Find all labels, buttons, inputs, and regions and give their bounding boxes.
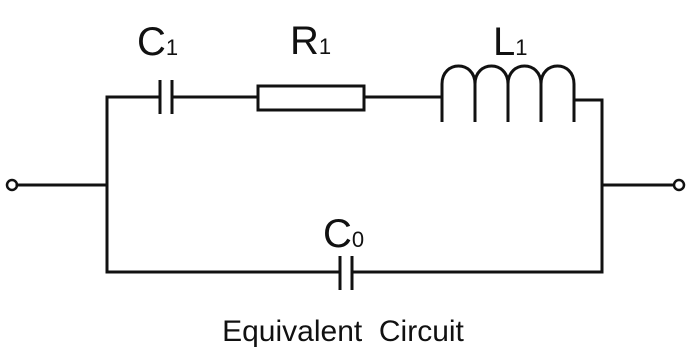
capacitor-c1-symbol xyxy=(158,80,174,114)
label-c1: C1 xyxy=(137,20,178,64)
inductor-l1-symbol xyxy=(440,64,576,122)
diagram-caption: Equivalent Circuit xyxy=(222,315,464,348)
capacitor-c0-symbol xyxy=(338,256,354,290)
resistor-r1-symbol xyxy=(256,84,366,112)
label-l1: L1 xyxy=(493,20,528,64)
label-c0: C0 xyxy=(323,212,364,256)
right-terminal xyxy=(672,178,686,192)
label-r1: R1 xyxy=(290,19,331,63)
